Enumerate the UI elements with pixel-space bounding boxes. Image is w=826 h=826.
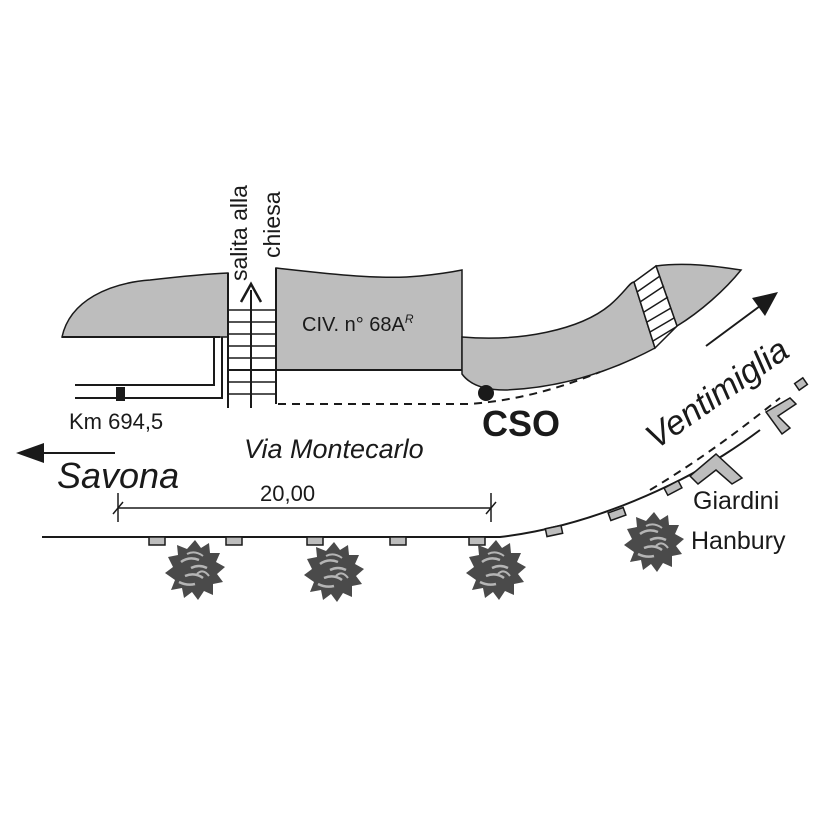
west-direction-label: Savona xyxy=(57,455,179,496)
road-dashed-edge xyxy=(278,371,601,405)
kilometer-marker xyxy=(116,387,125,401)
east-arrow-icon xyxy=(705,292,778,347)
building-block-west xyxy=(61,272,229,338)
dimension-line xyxy=(112,493,497,522)
cso-location-dot xyxy=(478,385,494,401)
garden-label-line2: Hanbury xyxy=(691,527,786,555)
garden-wall-corner xyxy=(688,452,744,485)
tree-icon xyxy=(622,510,686,574)
distance-label: 20,00 xyxy=(260,481,315,506)
building-block-east xyxy=(461,281,656,391)
east-direction-label: Ventimiglia xyxy=(639,331,796,457)
kilometer-label: Km 694,5 xyxy=(69,409,163,434)
tree-icon xyxy=(302,540,366,604)
tree-icon xyxy=(464,538,528,602)
building-block-northeast xyxy=(654,263,743,328)
garden-wall-corner-2 xyxy=(764,397,798,436)
garden-label-line1: Giardini xyxy=(693,487,779,515)
stairs-label-line2: chiesa xyxy=(259,191,285,258)
tree-icon xyxy=(163,538,227,602)
building-block-center xyxy=(275,267,463,371)
bollards xyxy=(148,479,683,546)
garden-wall-post xyxy=(793,376,809,392)
road-south-edge xyxy=(42,429,761,538)
west-arrow-icon xyxy=(16,443,115,463)
civic-number-label: CIV. n° 68AR xyxy=(302,312,414,336)
stairs-label: salita alla xyxy=(226,185,252,281)
cso-label: CSO xyxy=(482,403,560,444)
road-dashed-edge-east xyxy=(649,397,781,491)
church-stairs xyxy=(227,268,277,408)
east-stairs xyxy=(633,264,678,350)
street-name-label: Via Montecarlo xyxy=(244,434,424,464)
